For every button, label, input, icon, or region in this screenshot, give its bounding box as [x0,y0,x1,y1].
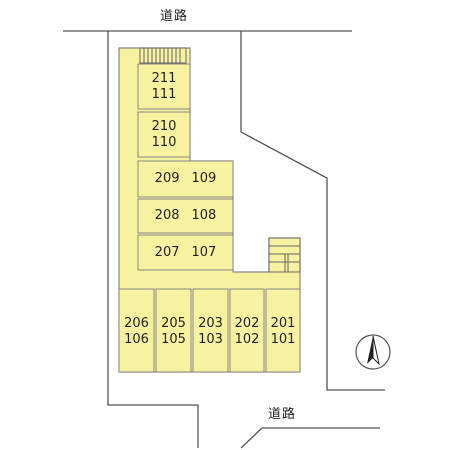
unit-211-111: 211 111 [138,64,190,109]
unit-lower-number: 108 [191,208,217,223]
unit-upper-number: 202 [234,316,260,331]
unit-upper-number: 203 [198,316,223,331]
unit-209-109: 209 109 [138,161,233,197]
unit-lower-number: 102 [234,332,260,347]
unit-202-102: 202 102 [230,315,264,349]
unit-lower-number: 105 [161,332,186,347]
unit-upper-number: 201 [270,316,296,331]
stairs-right [268,237,301,273]
unit-upper-number: 209 [154,171,180,186]
site-boundary-west [107,31,199,448]
unit-cell-208-108 [137,198,234,234]
bottom-road-label: 道路 [268,407,297,422]
unit-210-110: 210 110 [138,112,190,157]
unit-lower-number: 101 [270,332,296,347]
unit-lower-number: 103 [198,332,223,347]
unit-cell-207-107 [137,234,234,271]
unit-207-107: 207 107 [138,235,233,270]
unit-upper-number: 211 [151,70,177,86]
unit-206-106: 206 106 [119,315,154,349]
unit-upper-number: 205 [161,316,186,331]
unit-cell-203-103 [192,288,229,373]
unit-lower-number: 110 [151,134,177,150]
unit-203-103: 203 103 [193,315,228,349]
unit-upper-number: 207 [154,244,180,260]
unit-208-108: 208 108 [138,199,233,233]
top-road-label: 道路 [160,9,189,24]
unit-lower-number: 107 [191,244,217,260]
unit-upper-number: 210 [151,118,177,134]
unit-cell-206-106 [118,288,155,373]
unit-cell-202-102 [229,288,265,373]
unit-cell-209-109 [137,160,234,198]
unit-201-101: 201 101 [266,315,300,349]
site-boundary-east [240,31,385,391]
unit-lower-number: 111 [151,86,177,102]
unit-lower-number: 109 [191,171,217,186]
unit-205-105: 205 105 [156,315,191,349]
unit-cell-205-105 [155,288,192,373]
bottom-road-edge [240,427,380,449]
unit-lower-number: 106 [124,332,149,347]
north-arrow-icon [355,334,391,370]
unit-cell-210-110 [137,111,191,158]
unit-cell-211-111 [137,63,191,110]
stairs-top [139,47,187,64]
unit-upper-number: 208 [154,208,180,223]
unit-cell-201-101 [265,288,301,373]
unit-upper-number: 206 [124,316,149,331]
